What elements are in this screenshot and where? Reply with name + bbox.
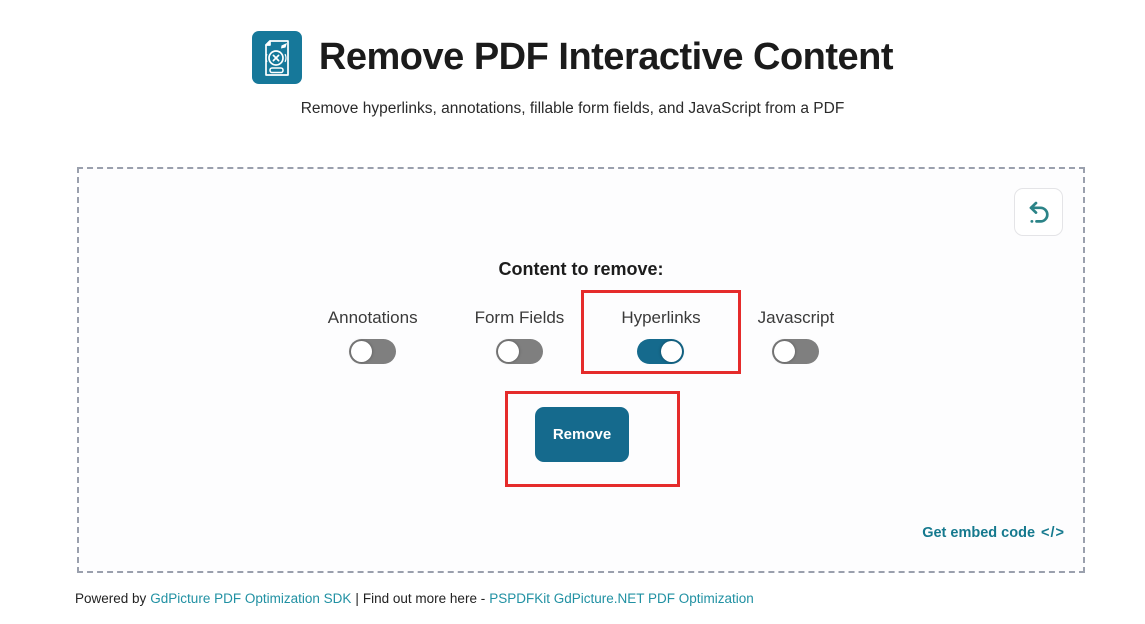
get-embed-code-link[interactable]: Get embed code </> — [922, 525, 1065, 541]
remove-button-area: Remove — [505, 391, 680, 487]
embed-link-label: Get embed code — [922, 525, 1036, 541]
toggle-group-form-fields: Form Fields — [474, 308, 565, 364]
toggle-knob — [661, 341, 683, 362]
undo-icon — [1029, 201, 1049, 223]
reset-button[interactable] — [1014, 188, 1063, 236]
pspdfkit-optimization-link[interactable]: PSPDFKit GdPicture.NET PDF Optimization — [489, 591, 754, 606]
gdpicture-sdk-link[interactable]: GdPicture PDF Optimization SDK — [150, 591, 352, 606]
toggles-row: Annotations Form Fields Hyperlinks Javas… — [79, 290, 1083, 374]
footer: Powered by GdPicture PDF Optimization SD… — [75, 591, 754, 606]
demo-panel: Content to remove: Annotations Form Fiel… — [77, 167, 1085, 573]
toggle-group-hyperlinks: Hyperlinks — [581, 290, 741, 374]
toggle-group-javascript: Javascript — [757, 308, 835, 364]
toggle-knob — [351, 341, 373, 362]
toggle-knob — [497, 341, 519, 362]
code-icon: </> — [1041, 525, 1065, 541]
page-title: Remove PDF Interactive Content — [318, 36, 894, 78]
javascript-toggle[interactable] — [772, 339, 820, 364]
form-fields-label: Form Fields — [474, 308, 565, 327]
pdf-remove-content-icon — [251, 31, 302, 84]
annotations-label: Annotations — [327, 308, 418, 327]
find-out-more-text: Find out more here - — [362, 591, 486, 606]
hyperlinks-label: Hyperlinks — [621, 308, 701, 327]
hyperlinks-toggle[interactable] — [637, 339, 685, 364]
annotations-toggle[interactable] — [349, 339, 397, 364]
footer-separator: | — [355, 591, 359, 606]
form-fields-toggle[interactable] — [495, 339, 543, 364]
content-to-remove-heading: Content to remove: — [498, 259, 664, 279]
toggle-knob — [774, 341, 796, 362]
page-header: Remove PDF Interactive Content — [0, 31, 1145, 84]
powered-by-text: Powered by — [75, 591, 147, 606]
page-subtitle: Remove hyperlinks, annotations, fillable… — [300, 100, 845, 117]
remove-button[interactable]: Remove — [535, 407, 629, 462]
javascript-label: Javascript — [757, 308, 835, 327]
toggle-group-annotations: Annotations — [328, 308, 418, 364]
